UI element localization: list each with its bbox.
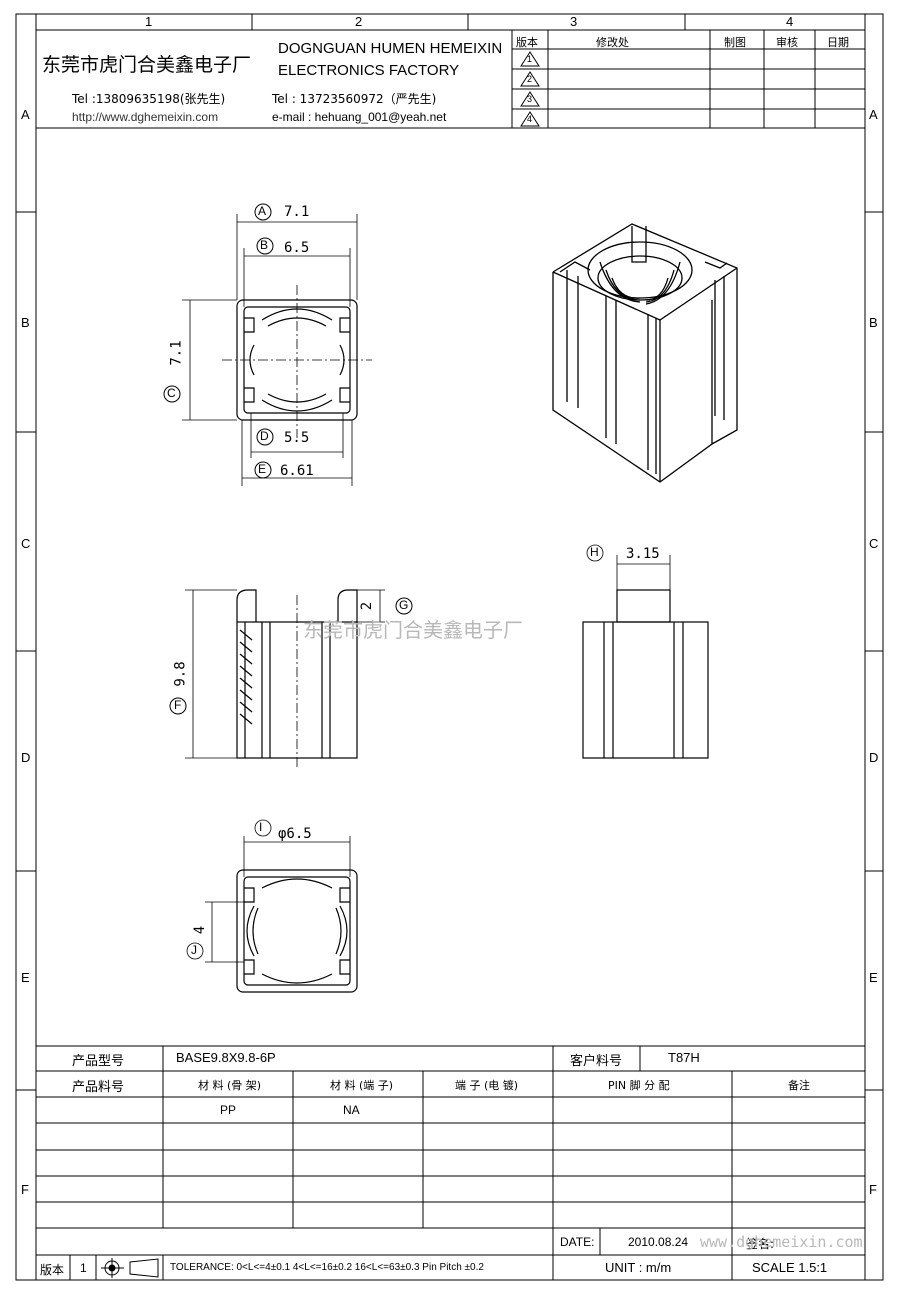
side-view-drawing (582, 589, 709, 759)
company-name-cn: 东莞市虎门合美鑫电子厂 (42, 54, 252, 76)
dim-tag-g: G (399, 598, 409, 612)
inner-border (35, 29, 866, 1281)
product-model-label: 产品型号 (72, 1054, 125, 1069)
rev-row-3: 3 (527, 94, 533, 104)
dim-value-h: 3.15 (626, 546, 660, 562)
dim-tag-h: H (590, 545, 599, 559)
date-label: DATE: (560, 1235, 595, 1249)
company-name-en-2: ELECTRONICS FACTORY (278, 62, 460, 79)
dim-tag-b: B (260, 238, 269, 252)
rev-header-checked: 审核 (776, 36, 798, 49)
dim-value-i: φ6.5 (278, 826, 312, 842)
column-label-1: 1 (145, 14, 153, 29)
material-pin-value: NA (343, 1103, 360, 1117)
terminal-plating-label: 端 子 (电 镀) (455, 1079, 519, 1092)
watermark-text: 东莞市虎门合美鑫电子厂 (303, 618, 523, 642)
tel-2: Tel : 13723560972（严先生) (272, 92, 437, 106)
row-label-c-left: C (21, 536, 31, 551)
row-label-b-left: B (21, 315, 30, 330)
row-label-e-left: E (21, 970, 30, 985)
row-label-f-right: F (869, 1182, 877, 1197)
customer-part-value: T87H (668, 1050, 700, 1065)
scale-text: SCALE 1.5:1 (752, 1260, 828, 1275)
version-label: 版本 (40, 1263, 65, 1277)
tel-1: Tel :13809635198(张先生) (72, 92, 226, 106)
row-label-b-right: B (869, 315, 878, 330)
product-model-value: BASE9.8X9.8-6P (176, 1050, 276, 1065)
material-bobbin-label: 材 料 (骨 架) (198, 1079, 262, 1092)
row-label-a-right: A (869, 107, 878, 122)
dim-tag-d: D (260, 429, 269, 443)
isometric-view-drawing (552, 223, 738, 483)
outer-border (15, 13, 884, 1281)
rev-header-date: 日期 (827, 36, 849, 49)
row-label-d-left: D (21, 750, 31, 765)
rev-row-2: 2 (527, 74, 533, 84)
dim-tag-j: J (191, 943, 197, 957)
bottom-view-drawing (236, 869, 358, 993)
material-bobbin-value: PP (220, 1103, 237, 1117)
rev-header-change: 修改处 (596, 36, 629, 49)
row-label-a-left: A (21, 107, 30, 122)
rev-row-4: 4 (527, 114, 533, 124)
dim-tag-a: A (258, 204, 267, 218)
unit-text: UNIT : m/m (605, 1260, 672, 1275)
row-label-d-right: D (869, 750, 879, 765)
column-label-3: 3 (570, 14, 578, 29)
rev-header-drawn: 制图 (724, 36, 746, 49)
dim-tag-c: C (167, 386, 176, 400)
dim-tag-e: E (258, 462, 267, 476)
dim-value-d: 5.5 (284, 430, 310, 446)
rev-header-version: 版本 (516, 36, 538, 49)
customer-part-label: 客户料号 (570, 1054, 623, 1069)
column-label-2: 2 (355, 14, 363, 29)
product-part-label: 产品料号 (72, 1080, 125, 1095)
projection-symbol-icon (101, 1258, 159, 1278)
dim-value-g: 2 (359, 601, 376, 611)
dim-value-c: 7.1 (168, 340, 185, 366)
tolerance-text: TOLERANCE: 0<L<=4±0.1 4<L<=16±0.2 16<L<=… (170, 1262, 484, 1273)
column-label-4: 4 (786, 14, 794, 29)
row-label-c-right: C (869, 536, 879, 551)
row-label-e-right: E (869, 970, 878, 985)
dim-tag-i: I (259, 820, 263, 834)
dim-value-e: 6.61 (280, 463, 314, 479)
website-link[interactable]: http://www.dghemeixin.com (72, 110, 219, 124)
rev-row-1: 1 (527, 54, 533, 64)
approve-label: 签名: (746, 1237, 775, 1251)
watermark-url: www.dghemeixin.com (700, 1233, 863, 1251)
dim-value-a: 7.1 (284, 204, 310, 220)
dim-value-j: 4 (192, 925, 209, 935)
row-label-f-left: F (21, 1182, 29, 1197)
dim-value-b: 6.5 (284, 240, 310, 256)
dim-value-f: 9.8 (172, 661, 189, 687)
date-value: 2010.08.24 (628, 1235, 689, 1249)
version-value: 1 (80, 1261, 87, 1275)
company-name-en-1: DOGNGUAN HUMEN HEMEIXIN (278, 40, 503, 57)
pin-assign-label: PIN 脚 分 配 (608, 1079, 670, 1092)
remark-label: 备注 (788, 1079, 810, 1092)
material-pin-label: 材 料 (端 子) (330, 1079, 394, 1092)
email-link[interactable]: e-mail : hehuang_001@yeah.net (272, 110, 447, 124)
dim-tag-f: F (174, 698, 182, 712)
